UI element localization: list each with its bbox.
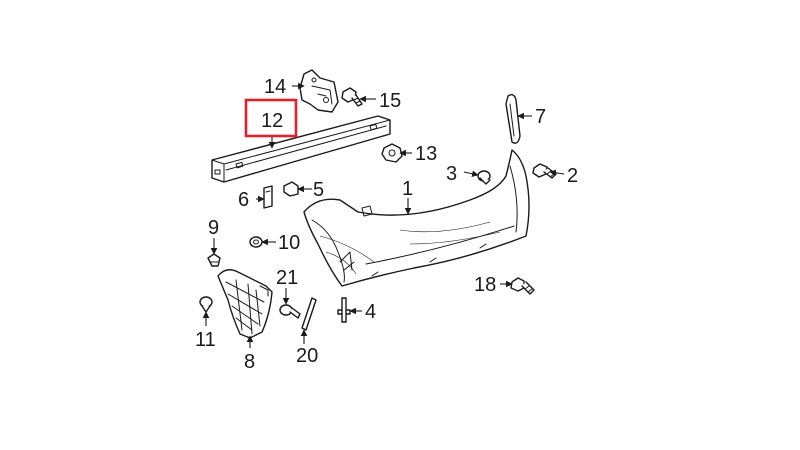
- reinforcement-beam-part-12[interactable]: [211, 115, 391, 183]
- splash-shield-part-8[interactable]: [217, 269, 273, 339]
- callout-14: 14: [264, 76, 286, 98]
- grommet-part-10[interactable]: [249, 236, 263, 248]
- bolt-part-18[interactable]: [510, 277, 535, 295]
- clip-part-6[interactable]: [263, 185, 273, 209]
- callout-13: 13: [415, 143, 437, 165]
- clip-nut-part-13[interactable]: [381, 143, 403, 163]
- callout-8: 8: [244, 351, 255, 373]
- callout-3: 3: [446, 163, 457, 185]
- clip-part-11[interactable]: [199, 296, 213, 313]
- highlight-box-12: [244, 98, 298, 138]
- callout-9: 9: [208, 217, 219, 239]
- callout-4: 4: [365, 301, 376, 323]
- callout-21: 21: [276, 267, 298, 289]
- callout-18: 18: [474, 274, 496, 296]
- callout-15: 15: [379, 90, 401, 112]
- callout-12: 12: [261, 110, 283, 132]
- bracket-part-14[interactable]: [299, 69, 339, 113]
- leader-lines: [202, 82, 565, 348]
- callout-20: 20: [296, 345, 318, 367]
- callout-11: 11: [195, 329, 216, 351]
- bumper-cover-part-1[interactable]: [303, 149, 530, 287]
- callout-2: 2: [567, 165, 578, 187]
- callout-5: 5: [313, 179, 324, 201]
- reflector-part-7[interactable]: [505, 93, 521, 144]
- bolt-part-15[interactable]: [341, 87, 363, 107]
- push-clip-part-4[interactable]: [337, 297, 351, 323]
- clip-part-5[interactable]: [283, 181, 299, 197]
- callout-7: 7: [535, 106, 546, 128]
- callout-labels: 1 2 3 4 5 6 7 8 9 10 11 12 13 14 15 18 2…: [195, 76, 578, 373]
- bolt-part-2[interactable]: [532, 163, 557, 179]
- callout-10: 10: [278, 232, 300, 254]
- strip-part-20[interactable]: [301, 297, 317, 331]
- callout-1: 1: [402, 178, 413, 200]
- clip-part-3[interactable]: [477, 170, 491, 185]
- retainer-part-9[interactable]: [207, 253, 221, 267]
- screw-part-21[interactable]: [279, 304, 301, 319]
- callout-6: 6: [238, 189, 249, 211]
